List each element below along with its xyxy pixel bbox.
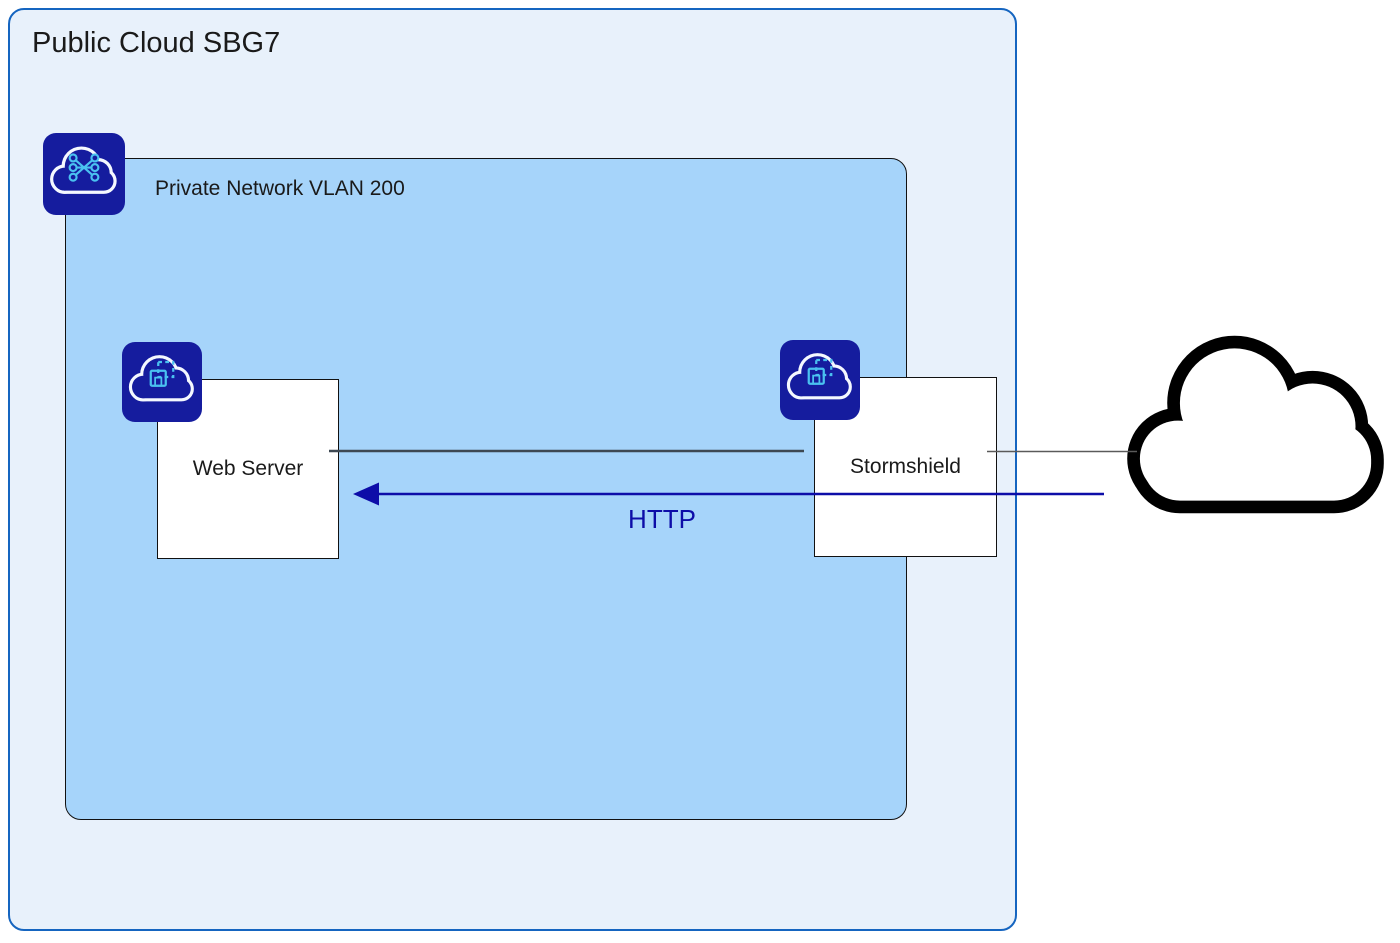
internet-cloud-icon — [1119, 325, 1393, 525]
public-cloud-zone: Public Cloud SBG7 Private Network VLAN 2… — [8, 8, 1017, 931]
vrack-network-icon — [43, 133, 125, 215]
stormshield-label: Stormshield — [850, 455, 961, 478]
web-server-label: Web Server — [192, 457, 304, 480]
cloud-instance-icon — [780, 340, 860, 420]
public-cloud-zone-label: Public Cloud SBG7 — [32, 27, 281, 59]
cloud-instance-icon — [122, 342, 202, 422]
private-network-zone-label: Private Network VLAN 200 — [155, 177, 405, 200]
http-flow-label: HTTP — [628, 504, 696, 534]
